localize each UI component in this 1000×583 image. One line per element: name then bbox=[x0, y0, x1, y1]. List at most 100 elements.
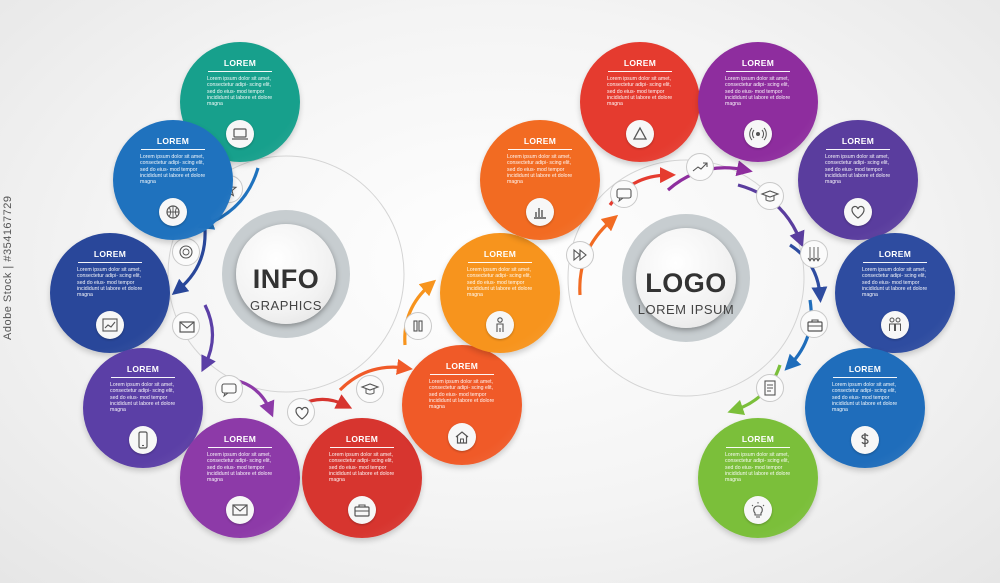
step-circle-4: LOREM Lorem ipsum dolor sit amet, consect… bbox=[83, 348, 203, 468]
step-divider bbox=[826, 149, 890, 150]
step-circle-2: LOREM Lorem ipsum dolor sit amet, consect… bbox=[113, 120, 233, 240]
satellite-pause-icon bbox=[404, 312, 432, 340]
step-title: LOREM bbox=[523, 136, 557, 146]
step-body: Lorem ipsum dolor sit amet, consectetur … bbox=[507, 154, 573, 186]
step-divider bbox=[468, 262, 532, 263]
step-divider bbox=[208, 447, 272, 448]
basketball-icon bbox=[166, 205, 180, 219]
arrows-down-icon bbox=[807, 247, 821, 262]
flow-arrow bbox=[338, 358, 413, 392]
satellite-chat-icon bbox=[215, 375, 243, 403]
step-icon-badge bbox=[744, 120, 772, 148]
smartphone-icon bbox=[138, 431, 148, 449]
satellite-heart-icon bbox=[287, 398, 315, 426]
step-title: LOREM bbox=[93, 249, 127, 259]
chat-icon bbox=[616, 188, 632, 203]
step-body: Lorem ipsum dolor sit amet, consectetur … bbox=[110, 382, 176, 414]
briefcase-icon bbox=[354, 504, 370, 517]
hub-inner: INFO GRAPHICS bbox=[236, 224, 336, 324]
guide-ring bbox=[167, 155, 405, 393]
satellite-refresh-icon bbox=[172, 238, 200, 266]
hub-inner: LOGO LOREM IPSUM bbox=[636, 228, 736, 328]
guide-ring bbox=[567, 159, 805, 397]
step-title: LOREM bbox=[345, 434, 379, 444]
step-title: LOREM bbox=[848, 364, 882, 374]
step-divider bbox=[430, 374, 494, 375]
satellite-arrows-down-icon bbox=[800, 240, 828, 268]
laptop-icon bbox=[232, 128, 248, 140]
wifi-signal-icon bbox=[749, 127, 767, 141]
step-icon-badge bbox=[348, 496, 376, 524]
fast-forward-icon bbox=[573, 248, 587, 262]
step-divider bbox=[208, 71, 272, 72]
step-body: Lorem ipsum dolor sit amet, consectetur … bbox=[77, 267, 143, 299]
dollar-icon bbox=[861, 433, 869, 447]
step-title: LOREM bbox=[623, 58, 657, 68]
chat-icon bbox=[221, 383, 237, 398]
home-icon bbox=[455, 431, 469, 444]
step-circle-10: LOREM Lorem ipsum dolor sit amet, consect… bbox=[580, 42, 700, 162]
step-circle-7: LOREM Lorem ipsum dolor sit amet, consect… bbox=[402, 345, 522, 465]
bar-chart-icon bbox=[534, 208, 546, 219]
envelope-icon bbox=[179, 321, 195, 333]
step-title: LOREM bbox=[223, 58, 257, 68]
step-divider bbox=[141, 149, 205, 150]
stock-id-label: Adobe Stock | #354167729 bbox=[2, 195, 14, 340]
pause-icon bbox=[413, 320, 423, 332]
refresh-icon bbox=[179, 245, 193, 259]
step-body: Lorem ipsum dolor sit amet, consectetur … bbox=[825, 154, 891, 186]
step-icon-badge bbox=[448, 423, 476, 451]
person-icon bbox=[496, 317, 504, 332]
flow-arrow bbox=[201, 304, 216, 373]
step-body: Lorem ipsum dolor sit amet, consectetur … bbox=[862, 267, 928, 299]
heart-icon bbox=[851, 205, 865, 219]
step-divider bbox=[508, 149, 572, 150]
briefcase-icon bbox=[807, 319, 823, 332]
graduation-cap-icon bbox=[760, 190, 780, 202]
step-icon-badge bbox=[626, 120, 654, 148]
document-icon bbox=[764, 380, 776, 396]
step-icon-badge bbox=[526, 198, 554, 226]
envelope-icon bbox=[232, 504, 248, 516]
step-body: Lorem ipsum dolor sit amet, consectetur … bbox=[207, 452, 273, 484]
satellite-envelope-icon bbox=[172, 312, 200, 340]
step-icon-badge bbox=[96, 311, 124, 339]
satellite-graduation-cap-icon bbox=[356, 375, 384, 403]
lightbulb-icon bbox=[751, 502, 765, 518]
step-title: LOREM bbox=[445, 361, 479, 371]
hub-subtitle: LOREM IPSUM bbox=[637, 302, 735, 317]
step-body: Lorem ipsum dolor sit amet, consectetur … bbox=[329, 452, 395, 484]
step-title: LOREM bbox=[223, 434, 257, 444]
step-body: Lorem ipsum dolor sit amet, consectetur … bbox=[429, 379, 495, 411]
step-title: LOREM bbox=[741, 434, 775, 444]
satellite-fast-forward-icon bbox=[566, 241, 594, 269]
satellite-document-icon bbox=[756, 374, 784, 402]
satellite-trend-arrow-icon bbox=[686, 153, 714, 181]
hub-info-graphics: INFO GRAPHICS bbox=[222, 210, 350, 338]
step-icon-badge bbox=[744, 496, 772, 524]
step-body: Lorem ipsum dolor sit amet, consectetur … bbox=[725, 452, 791, 484]
step-body: Lorem ipsum dolor sit amet, consectetur … bbox=[607, 76, 673, 108]
step-title: LOREM bbox=[156, 136, 190, 146]
step-circle-9: LOREM Lorem ipsum dolor sit amet, consect… bbox=[480, 120, 600, 240]
step-divider bbox=[330, 447, 394, 448]
step-title: LOREM bbox=[126, 364, 160, 374]
hub-logo: LOGO LOREM IPSUM bbox=[622, 214, 750, 342]
step-title: LOREM bbox=[741, 58, 775, 68]
step-divider bbox=[78, 262, 142, 263]
step-divider bbox=[726, 447, 790, 448]
satellite-chat-icon bbox=[610, 180, 638, 208]
trend-chart-icon bbox=[102, 318, 118, 332]
step-circle-15: LOREM Lorem ipsum dolor sit amet, consect… bbox=[698, 418, 818, 538]
step-circle-3: LOREM Lorem ipsum dolor sit amet, consect… bbox=[50, 233, 170, 353]
hub-subtitle: GRAPHICS bbox=[250, 298, 322, 313]
step-body: Lorem ipsum dolor sit amet, consectetur … bbox=[140, 154, 206, 186]
step-icon-badge bbox=[844, 198, 872, 226]
step-icon-badge bbox=[486, 311, 514, 339]
flow-arrow bbox=[171, 229, 207, 296]
